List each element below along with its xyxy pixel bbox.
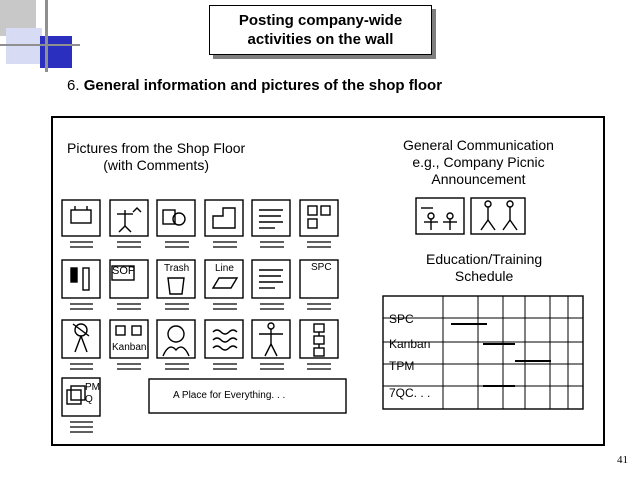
tile-trash (156, 259, 196, 299)
diagram-frame: Pictures from the Shop Floor (with Comme… (51, 116, 605, 446)
tile-sop (109, 259, 149, 299)
education-line2: Schedule (454, 268, 514, 284)
tile-flow (299, 319, 339, 359)
education-training: Education/Training Schedule (426, 251, 542, 285)
general-comm-line1: General Communication (403, 137, 554, 153)
schedule-frame (382, 295, 584, 410)
education-line1: Education/Training (426, 251, 543, 267)
schedule-bars (451, 323, 551, 387)
place-for-everything-box (148, 378, 347, 414)
slide-title-line1: Posting company-wide (238, 12, 403, 29)
schedule-row-label: SPC (389, 312, 414, 326)
tile-label-line: Line (215, 263, 234, 274)
tile-doc (251, 199, 291, 237)
shop-floor-title: Pictures from the Shop Floor (with Comme… (67, 140, 245, 174)
tile-spc (299, 259, 339, 299)
pmq-line2: Q (85, 394, 93, 405)
section-heading: 6. General information and pictures of t… (67, 77, 442, 94)
tile-machine (61, 199, 101, 237)
tile-person (109, 199, 149, 237)
place-for-everything-label: A Place for Everything. . . (173, 390, 286, 401)
tile-layout (156, 199, 196, 237)
tile-boxes (299, 199, 339, 237)
tile-label-trash: Trash (164, 263, 190, 274)
general-comm-line3: Announcement (431, 171, 526, 187)
heading-text: General information and pictures of the … (83, 77, 443, 94)
schedule-row-label: TPM (389, 359, 415, 373)
schedule-grid (383, 296, 583, 409)
tile-doc2 (251, 259, 291, 299)
slide-title-box: Posting company-wide activities on the w… (209, 5, 432, 55)
general-comm-line2: e.g., Company Picnic (412, 154, 545, 170)
tile-figure (251, 319, 291, 359)
comment-lines (70, 241, 331, 433)
tile-line (204, 259, 244, 299)
diagram-drawing (61, 197, 584, 433)
deco-horizontal-line (0, 44, 80, 46)
tile-waves (204, 319, 244, 359)
shop-floor-title-line1: Pictures from the Shop Floor (67, 140, 246, 156)
slide-title-line2: activities on the wall (247, 31, 394, 48)
tile-bars (61, 259, 101, 299)
tile-label-sop: SOP (112, 265, 136, 277)
tile-label-kanban: Kanban (112, 342, 147, 353)
tile-label-spc: SPC (311, 262, 332, 273)
tile-step (204, 199, 244, 237)
deco-vertical-line (45, 0, 48, 72)
tile-face (156, 319, 196, 359)
tile-label-pmq: PM Q (85, 382, 100, 406)
picnic-picture-1 (415, 197, 465, 235)
schedule-row-label: 7QC. . . (389, 386, 431, 400)
tile-kanban (109, 319, 149, 359)
pmq-line1: PM (85, 382, 100, 393)
tile-worker (61, 319, 101, 359)
general-communication: General Communication e.g., Company Picn… (403, 137, 554, 188)
deco-square-light-blue (6, 28, 42, 64)
schedule-row-label: Kanban (389, 337, 431, 351)
page-number: 41 (617, 454, 628, 466)
tile-pmq (61, 377, 101, 417)
heading-number: 6. (67, 77, 80, 94)
picnic-picture-2 (470, 197, 526, 235)
shop-floor-title-line2: (with Comments) (103, 157, 209, 173)
